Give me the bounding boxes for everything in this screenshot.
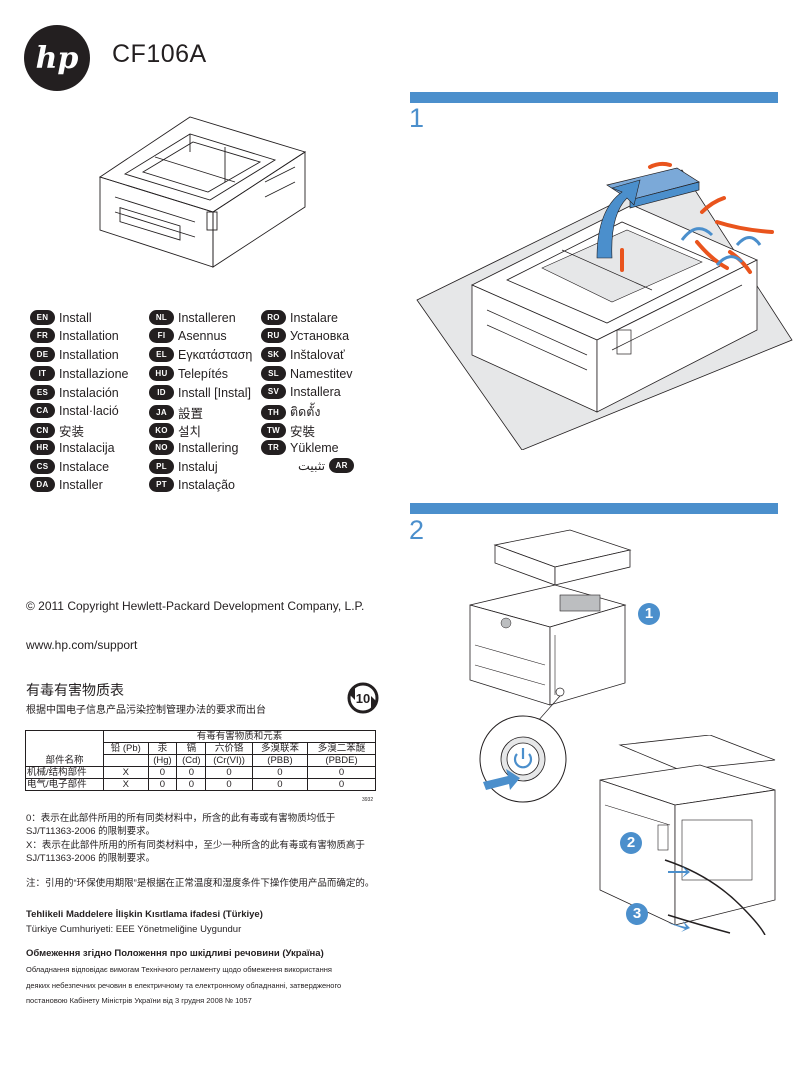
table-cell: X (103, 778, 149, 791)
table-header-cell: 铅 (Pb) (103, 742, 149, 755)
note-line: SJ/T11363-2006 的限制要求。 (26, 826, 156, 837)
note-line: 0：表示在此部件所用的所有同类材料中，所含的此有毒或有害物质均低于 (26, 813, 336, 824)
product-code: CF106A (112, 40, 207, 68)
table-header-cell: (PBB) (251, 754, 309, 767)
ukraine-rohs-line: деяких небезпечних речовин в електричном… (26, 981, 342, 990)
table-header-cell: 镉 (176, 742, 207, 755)
table-cell: 0 (147, 778, 178, 791)
table-header-cell: 多溴二苯醚 (307, 742, 376, 755)
svg-text:hp: hp (36, 41, 79, 76)
table-cell: 0 (176, 766, 207, 779)
table-cell: 0 (307, 778, 376, 791)
table-header-cell: (Hg) (147, 754, 178, 767)
table-cell: 0 (205, 766, 253, 779)
power-button-zoom (479, 715, 567, 803)
note-line: 注：引用的“环保使用期限”是根据在正常温度和湿度条件下操作使用产品而确定的。 (26, 878, 375, 889)
callout-2: 2 (620, 832, 642, 854)
note-line: SJ/T11363-2006 的限制要求。 (26, 853, 156, 864)
table-header-cell: 多溴联苯 (251, 742, 309, 755)
table-cell: 0 (251, 778, 309, 791)
step-1-number: 1 (409, 103, 425, 133)
table-cell: 0 (147, 766, 178, 779)
ukraine-rohs-line: постановою Кабінету Міністрів України ві… (26, 996, 252, 1005)
paper-tray-illustration (98, 116, 307, 268)
table-header-cell: (Cd) (176, 754, 207, 767)
turkey-rohs-title: Tehlikeli Maddelere İlişkin Kısıtlama if… (26, 909, 263, 920)
table-header-cell: 六价铬 (205, 742, 253, 755)
step-2-printer-front-illustration (469, 529, 632, 725)
ukraine-rohs-title: Обмеження згідно Положення про шкідливі … (26, 948, 324, 959)
hp-logo: hp (24, 25, 90, 91)
step-2-bar (410, 503, 778, 514)
table-part-cell: 机械/结构部件 (25, 766, 104, 779)
table-title: 有毒有害物质和元素 (103, 730, 376, 743)
table-cell: 0 (307, 766, 376, 779)
callout-1: 1 (638, 603, 660, 625)
table-row: 铅 (Pb) 汞 镉 六价铬 多溴联苯 多溴二苯醚 (26, 742, 376, 755)
table-header-cell: (Cr(VI)) (205, 754, 253, 767)
table-cell: X (103, 766, 149, 779)
callout-3: 3 (626, 903, 648, 925)
table-note: 3932 (362, 797, 374, 803)
table-part-cell: 电气/电子部件 (25, 778, 104, 791)
note-line: X：表示在此部件所用的所有同类材料中，至少一种所含的此有毒或有害物质高于 (26, 840, 365, 851)
hazard-table: 部件名称 有毒有害物质和元素 铅 (Pb) 汞 镉 六价铬 多溴联苯 多溴二苯醚… (25, 730, 376, 791)
table-cell: 0 (205, 778, 253, 791)
table-row: 部件名称 有毒有害物质和元素 (25, 730, 376, 767)
svg-text:10: 10 (356, 691, 370, 706)
table-cell: 0 (251, 766, 309, 779)
table-header-cell: (PBDE) (307, 754, 376, 767)
ukraine-rohs-line: Обладнання відповідає вимогам Технічного… (26, 965, 332, 974)
support-link[interactable]: www.hp.com/support (26, 638, 138, 652)
eco-period-icon: 10 (347, 682, 379, 714)
table-cell: 0 (176, 778, 207, 791)
step-2-printer-rear-illustration (599, 735, 776, 935)
table-header-cell: 汞 (147, 742, 178, 755)
table-header-cell (103, 754, 149, 767)
cn-hazard-title: 有毒有害物质表 (26, 682, 124, 698)
table-row: 机械/结构部件 X 0 0 0 0 0 (25, 766, 376, 779)
step-1-bar (410, 92, 778, 103)
copyright-text: © 2011 Copyright Hewlett-Packard Develop… (26, 599, 365, 613)
table-part-header: 部件名称 (25, 730, 104, 767)
cn-hazard-subtitle: 根据中国电子信息产品污染控制管理办法的要求而出台 (26, 705, 266, 716)
step-1-illustration (416, 161, 793, 450)
step-2-number: 2 (409, 515, 425, 545)
table-row: 电气/电子部件 X 0 0 0 0 0 (25, 778, 376, 791)
turkey-rohs-text: Türkiye Cumhuriyeti: EEE Yönetmeliğine U… (26, 924, 242, 935)
